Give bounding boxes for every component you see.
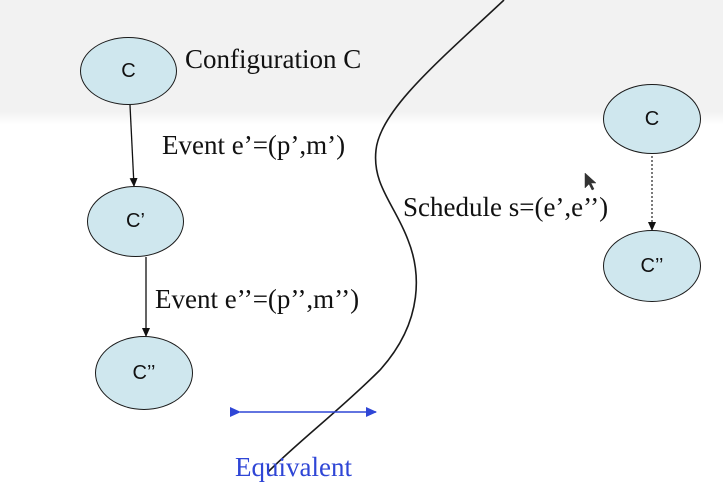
event-1-label: Event e’=(p’,m’) <box>162 130 346 160</box>
node-right-c-double-prime: C’’ <box>603 230 701 302</box>
event-2-label: Event e’’=(p’’,m’’) <box>155 284 360 314</box>
node-right-c: C <box>603 84 701 154</box>
configuration-label: Configuration C <box>185 44 362 74</box>
equivalent-label: Equivalent <box>235 452 352 482</box>
node-c-double-prime: C’’ <box>95 336 193 410</box>
schedule-label: Schedule s=(e’,e’’) <box>403 192 609 222</box>
node-c-top: C <box>80 37 177 105</box>
arrow-c-to-cprime <box>129 104 138 187</box>
divider-curve <box>267 0 505 473</box>
node-c-prime: C’ <box>87 186 184 257</box>
cursor-icon <box>584 172 597 191</box>
